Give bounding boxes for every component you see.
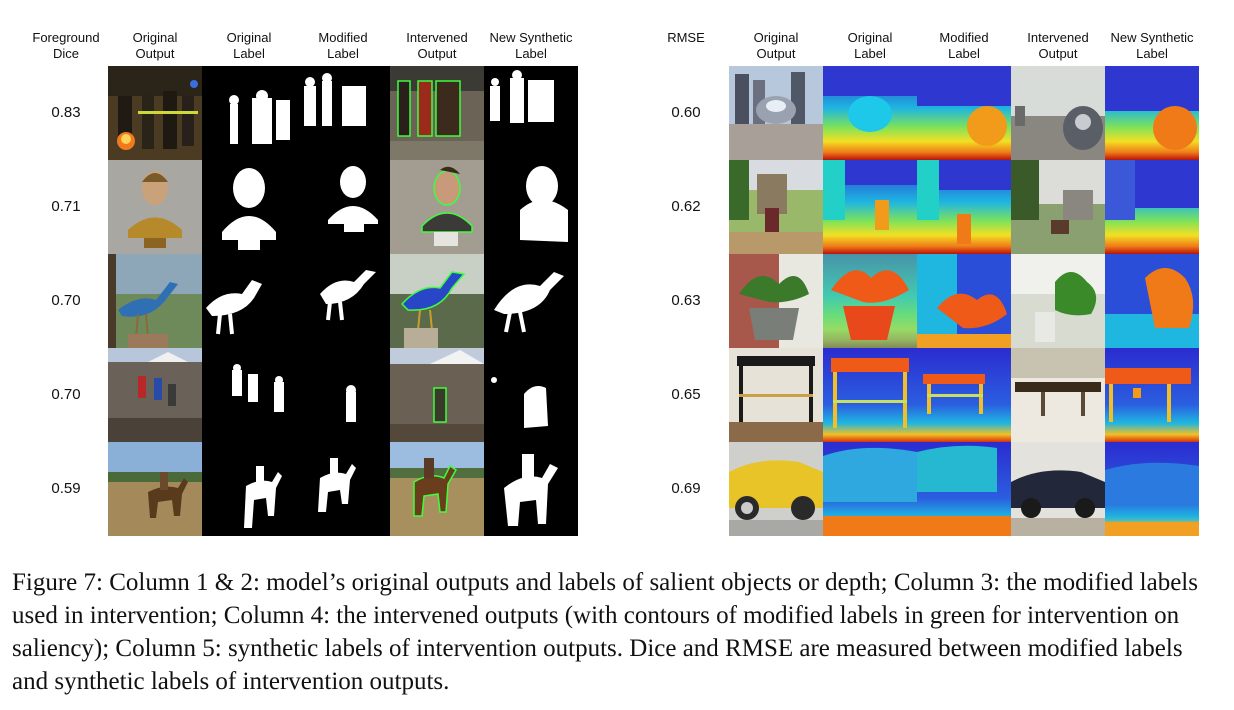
saliency-col-header-2: Original Label bbox=[226, 30, 272, 61]
depth-r1-original-output bbox=[729, 66, 823, 160]
depth-r2-original-output bbox=[729, 160, 823, 254]
depth-score-row-2: 0.62 bbox=[671, 198, 701, 215]
depth-r4-original-label bbox=[823, 348, 917, 442]
depth-metric-header: RMSE bbox=[667, 30, 705, 45]
saliency-r4-original-output bbox=[108, 348, 202, 442]
saliency-score-row-2: 0.71 bbox=[51, 198, 81, 215]
saliency-score-row-3: 0.70 bbox=[51, 292, 81, 309]
depth-r4-original-output bbox=[729, 348, 823, 442]
saliency-r4-synthetic-label bbox=[484, 348, 578, 442]
saliency-r5-intervened-output bbox=[390, 442, 484, 536]
depth-score-row-1: 0.60 bbox=[671, 104, 701, 121]
saliency-r3-intervened-output bbox=[390, 254, 484, 348]
saliency-score-row-5: 0.59 bbox=[51, 480, 81, 497]
saliency-r4-modified-label bbox=[296, 348, 390, 442]
saliency-r2-original-output bbox=[108, 160, 202, 254]
saliency-r4-original-label bbox=[202, 348, 296, 442]
depth-r2-original-label bbox=[823, 160, 917, 254]
depth-r4-modified-label bbox=[917, 348, 1011, 442]
depth-r4-intervened-output bbox=[1011, 348, 1105, 442]
depth-r3-original-output bbox=[729, 254, 823, 348]
saliency-col-header-1: Original Output bbox=[132, 30, 178, 61]
saliency-r2-synthetic-label bbox=[484, 160, 578, 254]
depth-r2-synthetic-label bbox=[1105, 160, 1199, 254]
depth-r5-intervened-output bbox=[1011, 442, 1105, 536]
depth-r5-modified-label bbox=[917, 442, 1011, 536]
depth-score-row-5: 0.69 bbox=[671, 480, 701, 497]
saliency-r5-original-output bbox=[108, 442, 202, 536]
saliency-r3-original-label bbox=[202, 254, 296, 348]
saliency-col-header-4: Intervened Output bbox=[406, 30, 468, 61]
depth-r3-original-label bbox=[823, 254, 917, 348]
saliency-r3-modified-label bbox=[296, 254, 390, 348]
saliency-score-row-1: 0.83 bbox=[51, 104, 81, 121]
depth-r1-synthetic-label bbox=[1105, 66, 1199, 160]
figure-caption: Figure 7: Column 1 & 2: model’s original… bbox=[12, 569, 1198, 695]
saliency-r1-synthetic-label bbox=[484, 66, 578, 160]
depth-r3-synthetic-label bbox=[1105, 254, 1199, 348]
depth-r1-modified-label bbox=[917, 66, 1011, 160]
depth-r1-original-label bbox=[823, 66, 917, 160]
saliency-r3-synthetic-label bbox=[484, 254, 578, 348]
saliency-score-row-4: 0.70 bbox=[51, 386, 81, 403]
depth-col-header-3: Modified Label bbox=[939, 30, 989, 61]
depth-r2-intervened-output bbox=[1011, 160, 1105, 254]
saliency-col-header-3: Modified Label bbox=[318, 30, 368, 61]
depth-r4-synthetic-label bbox=[1105, 348, 1199, 442]
saliency-r1-modified-label bbox=[296, 66, 390, 160]
saliency-r2-intervened-output bbox=[390, 160, 484, 254]
saliency-r5-synthetic-label bbox=[484, 442, 578, 536]
depth-r5-original-output bbox=[729, 442, 823, 536]
saliency-r5-modified-label bbox=[296, 442, 390, 536]
depth-r5-original-label bbox=[823, 442, 917, 536]
depth-score-row-3: 0.63 bbox=[671, 292, 701, 309]
saliency-col-header-5: New Synthetic Label bbox=[489, 30, 573, 61]
saliency-r2-original-label bbox=[202, 160, 296, 254]
depth-col-header-5: New Synthetic Label bbox=[1110, 30, 1194, 61]
depth-col-header-2: Original Label bbox=[847, 30, 893, 61]
saliency-r2-modified-label bbox=[296, 160, 390, 254]
depth-r1-intervened-output bbox=[1011, 66, 1105, 160]
depth-col-header-1: Original Output bbox=[753, 30, 799, 61]
saliency-r4-intervened-output bbox=[390, 348, 484, 442]
saliency-r3-original-output bbox=[108, 254, 202, 348]
saliency-r1-original-output bbox=[108, 66, 202, 160]
saliency-r5-original-label bbox=[202, 442, 296, 536]
depth-r5-synthetic-label bbox=[1105, 442, 1199, 536]
depth-r3-modified-label bbox=[917, 254, 1011, 348]
saliency-metric-header: Foreground Dice bbox=[32, 30, 100, 61]
depth-score-row-4: 0.65 bbox=[671, 386, 701, 403]
depth-r2-modified-label bbox=[917, 160, 1011, 254]
depth-col-header-4: Intervened Output bbox=[1027, 30, 1089, 61]
saliency-r1-intervened-output bbox=[390, 66, 484, 160]
depth-r3-intervened-output bbox=[1011, 254, 1105, 348]
saliency-r1-original-label bbox=[202, 66, 296, 160]
